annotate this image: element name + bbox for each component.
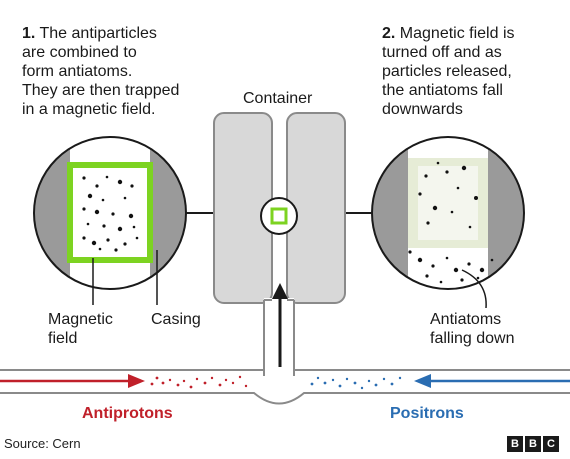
caption-step-1-line-3: form antiatoms. bbox=[22, 63, 133, 80]
source-note: Source: Cern bbox=[4, 436, 81, 451]
caption-step-2-line-2: turned off and as bbox=[382, 44, 502, 61]
zoom-circle-released bbox=[371, 136, 525, 290]
magnetic-field-label-line-1: Magnetic bbox=[48, 311, 113, 328]
upward-arrow bbox=[272, 283, 288, 367]
zoom-circle-trapped bbox=[33, 136, 187, 290]
caption-step-1-line-2: are combined to bbox=[22, 44, 137, 61]
container-label: Container bbox=[243, 90, 313, 107]
beam-pipe bbox=[0, 369, 570, 405]
caption-step-1-line-5: in a magnetic field. bbox=[22, 101, 156, 118]
antiatoms-falling-label-line-1: Antiatoms bbox=[430, 311, 502, 328]
bbc-logo-letter-1: B bbox=[507, 436, 523, 452]
antiatoms-falling-label: Antiatoms falling down bbox=[430, 310, 515, 348]
container bbox=[213, 112, 346, 304]
caption-step-2-line-5: downwards bbox=[382, 101, 463, 118]
antiatoms-falling-label-line-2: falling down bbox=[430, 330, 515, 347]
caption-step-2-number: 2. bbox=[382, 25, 396, 42]
bbc-logo-letter-2: B bbox=[525, 436, 541, 452]
antiprotons-label: Antiprotons bbox=[82, 405, 173, 422]
caption-step-1: 1. The antiparticles are combined to for… bbox=[22, 24, 179, 119]
caption-step-2-line-1: Magnetic field is bbox=[395, 25, 515, 42]
caption-step-2: 2. Magnetic field is turned off and as p… bbox=[382, 24, 515, 119]
caption-step-2-line-4: the antiatoms fall bbox=[382, 82, 503, 99]
caption-step-1-number: 1. bbox=[22, 25, 36, 42]
bbc-logo: B B C bbox=[507, 436, 559, 452]
magnetic-field-box bbox=[67, 162, 153, 263]
antiproton-beam bbox=[0, 374, 248, 389]
antiatoms-leader bbox=[461, 269, 487, 309]
magnetic-field-label: Magnetic field bbox=[48, 310, 113, 348]
magnetic-field-label-line-2: field bbox=[48, 330, 78, 347]
caption-step-1-line-4: They are then trapped bbox=[22, 82, 180, 99]
caption-step-2-line-3: particles released, bbox=[382, 63, 512, 80]
positron-beam bbox=[310, 374, 570, 390]
casing-label: Casing bbox=[151, 311, 201, 328]
bbc-logo-letter-3: C bbox=[543, 436, 559, 452]
trap-marker bbox=[260, 197, 298, 235]
positrons-label: Positrons bbox=[390, 405, 464, 422]
caption-step-1-line-1: The antiparticles bbox=[35, 25, 157, 42]
